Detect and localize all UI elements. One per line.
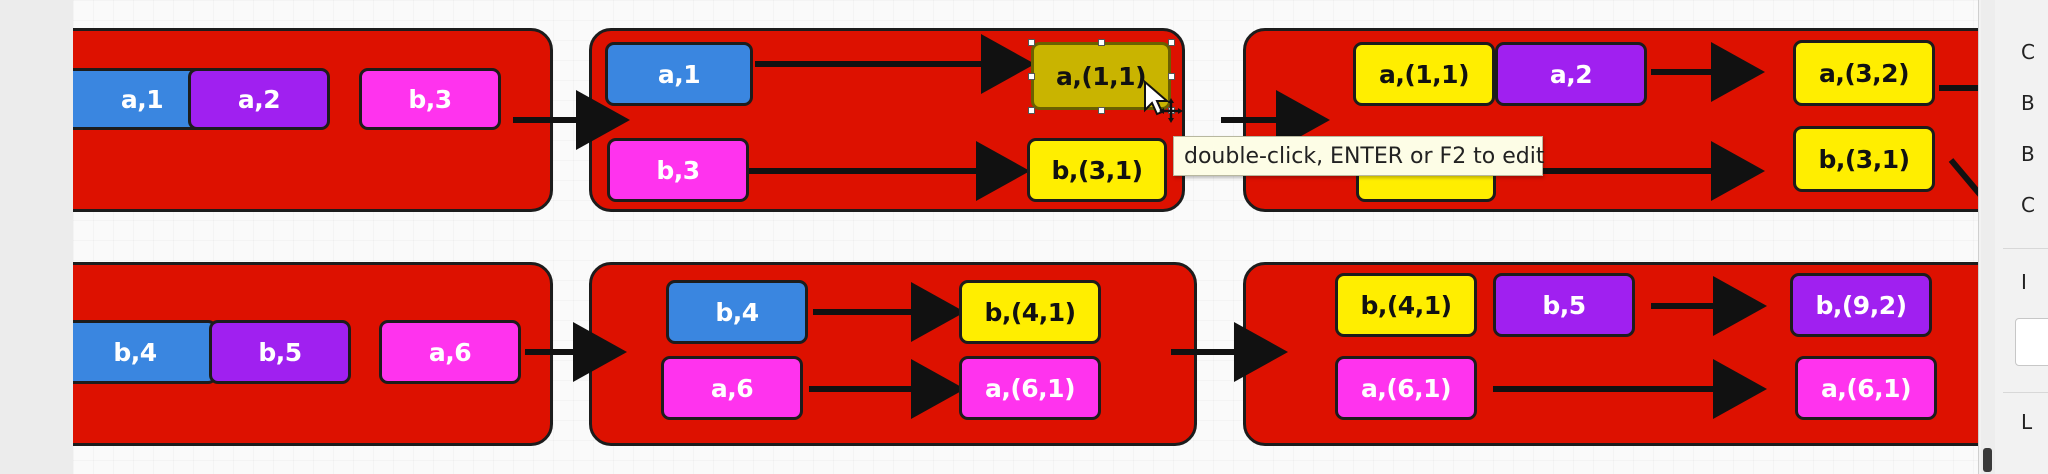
node-n24[interactable]: a,(6,1) [1795,356,1937,420]
panel-label-4: C [2021,193,2035,217]
node-n22[interactable]: b,(9,2) [1790,273,1932,337]
panel-label-3: B [2021,142,2035,166]
format-panel: C B B C I L [1978,0,2048,474]
node-n16[interactable]: b,4 [666,280,808,344]
resize-handle-ml[interactable] [1028,73,1035,80]
panel-divider-2 [2003,392,2048,393]
node-n6[interactable]: b,3 [607,138,749,202]
node-n14[interactable]: b,5 [209,320,351,384]
resize-handle-bl[interactable] [1028,107,1035,114]
node-n10[interactable]: a,(3,2) [1793,40,1935,106]
panel-divider [2003,248,2048,249]
panel-input[interactable] [2015,318,2048,366]
panel-label-2: B [2021,91,2035,115]
node-n3[interactable]: b,3 [359,68,501,130]
edge-partial-diag [1948,158,1978,197]
node-n2[interactable]: a,2 [188,68,330,130]
node-n13[interactable]: b,4 [73,320,217,384]
arrows-layer [513,34,1978,419]
node-n8[interactable]: a,(1,1) [1353,42,1495,106]
left-gutter [0,0,73,474]
node-n7[interactable]: b,(3,1) [1027,138,1167,202]
node-n21[interactable]: b,5 [1493,273,1635,337]
edit-tooltip: double-click, ENTER or F2 to edit [1173,136,1545,176]
node-n15[interactable]: a,6 [379,320,521,384]
node-n23[interactable]: a,(6,1) [1335,356,1477,420]
panel-label-1: C [2021,40,2035,64]
node-n12[interactable]: b,(3,1) [1793,126,1935,192]
node-n18[interactable]: a,6 [661,356,803,420]
resize-handle-bm[interactable] [1098,107,1105,114]
node-n9[interactable]: a,2 [1495,42,1647,106]
node-n17[interactable]: b,(4,1) [959,280,1101,344]
resize-handle-mr[interactable] [1168,73,1175,80]
resize-handle-tm[interactable] [1098,39,1105,46]
resize-handle-tl[interactable] [1028,39,1035,46]
resize-handle-tr[interactable] [1168,39,1175,46]
panel-label-5: I [2021,270,2027,294]
edge-lines [513,34,1978,419]
node-n20[interactable]: b,(4,1) [1335,273,1477,337]
vertical-scrollbar[interactable] [1981,0,1995,474]
mouse-cursor-icon [1144,80,1183,123]
node-n4[interactable]: a,1 [605,42,753,106]
node-n19[interactable]: a,(6,1) [959,356,1101,420]
panel-label-6: L [2021,410,2033,434]
diagram-canvas[interactable]: a,1 a,2 b,3 a,1 a,(1,1) b,3 b,(3,1) a,(1… [73,0,1978,474]
scrollbar-thumb[interactable] [1983,448,1992,472]
